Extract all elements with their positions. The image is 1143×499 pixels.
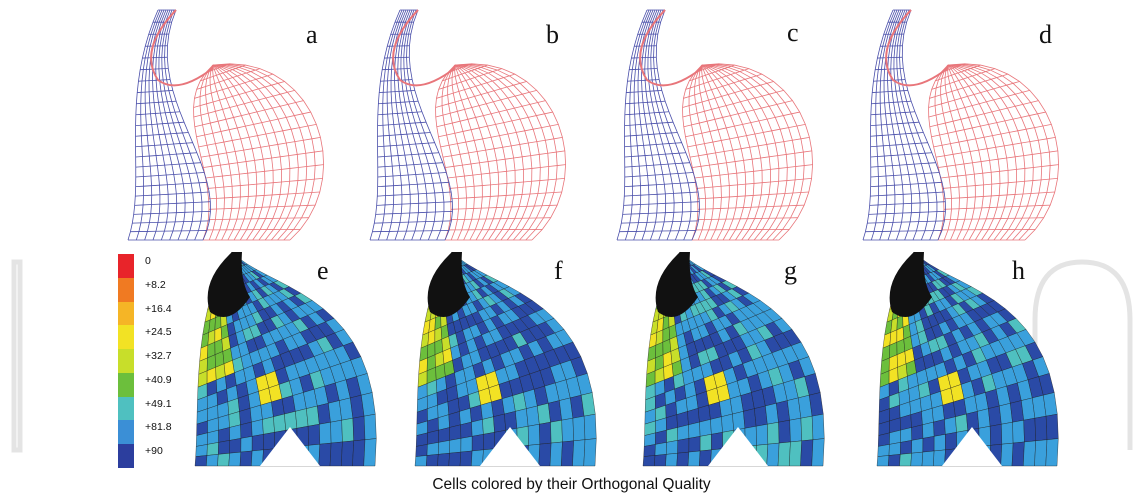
panel-e: e — [190, 251, 390, 467]
legend-swatch — [118, 277, 134, 303]
panel-f: f — [410, 251, 610, 467]
legend-value: +40.9 — [145, 373, 172, 386]
legend-swatch — [118, 349, 134, 374]
legend-value: +16.4 — [145, 302, 172, 315]
panel-g: g — [638, 251, 838, 467]
legend-value: +49.1 — [145, 397, 172, 410]
legend-value: +8.2 — [145, 278, 166, 291]
color-legend: 0 +8.2 +16.4 +24.5 +32.7 +40.9 +49.1 +81.8 +90 — [118, 254, 198, 469]
panel-label-c: c — [787, 18, 799, 47]
panel-label-f: f — [554, 256, 563, 285]
wireframe-mesh-d — [862, 9, 1059, 241]
panel-label-b: b — [546, 20, 559, 49]
legend-swatch — [118, 301, 134, 326]
wireframe-mesh-c — [616, 9, 813, 241]
panel-label-a: a — [306, 20, 318, 49]
legend-value: +24.5 — [145, 326, 172, 339]
panel-d: d — [853, 9, 1078, 242]
panel-b: b — [360, 9, 585, 242]
panel-label-h: h — [1012, 256, 1025, 285]
panel-label-d: d — [1039, 20, 1052, 49]
colored-mesh-g — [642, 251, 825, 467]
legend-value: +32.7 — [145, 350, 172, 363]
wireframe-mesh-a — [127, 9, 324, 241]
legend-value: 0 — [145, 255, 151, 267]
legend-value: +90 — [145, 445, 163, 458]
panel-label-g: g — [784, 256, 797, 285]
panel-c: c — [607, 9, 832, 242]
legend-swatch — [118, 444, 134, 469]
panel-label-e: e — [317, 256, 329, 285]
legend-swatch — [118, 254, 134, 279]
wireframe-mesh-b — [369, 9, 566, 241]
legend-swatch — [118, 372, 134, 398]
colored-mesh-h — [876, 251, 1059, 467]
legend-swatch — [118, 396, 134, 421]
panel-h: h — [872, 251, 1072, 467]
legend-value: +81.8 — [145, 421, 172, 434]
legend-swatch — [118, 325, 134, 350]
panel-a: a — [118, 9, 343, 242]
colored-mesh-e — [194, 251, 377, 467]
colored-mesh-f — [414, 251, 597, 467]
legend-swatch — [118, 420, 134, 445]
figure-caption: Cells colored by their Orthogonal Qualit… — [432, 476, 711, 493]
